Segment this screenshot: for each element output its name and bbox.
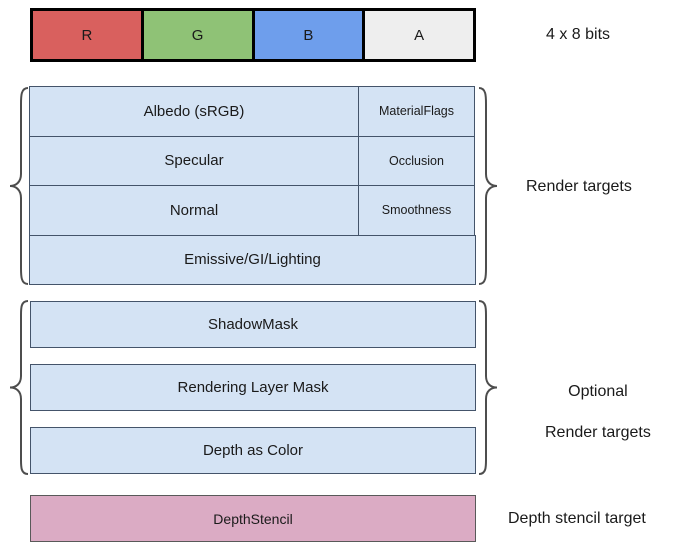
table-row: Normal Smoothness [29,185,476,236]
render-target-materialflags: MaterialFlags [358,86,475,137]
render-target-albedo: Albedo (sRGB) [29,86,359,137]
box-label: DepthStencil [213,510,293,527]
box-label: ShadowMask [207,316,299,333]
optional-targets-group-label-line1: Optional [568,383,628,401]
channel-cell-a: A [365,11,473,59]
channel-label-a: A [414,26,425,44]
depth-stencil-target: DepthStencil [30,495,476,542]
channel-bar-caption: 4 x 8 bits [546,26,611,43]
channel-label-b: B [303,26,314,44]
table-row: Specular Occlusion [29,135,476,186]
optional-target-shadowmask: ShadowMask [30,301,476,348]
cell-label: Normal [169,201,219,219]
depth-stencil-group-label: Depth stencil target [508,510,646,527]
render-target-emissive-gi-lighting: Emissive/GI/Lighting [29,234,476,285]
channel-bar: R G B A [30,8,476,62]
right-brace-render-targets [478,87,498,285]
cell-label: Specular [164,152,224,170]
render-target-occlusion: Occlusion [358,135,475,186]
channel-label-g: G [191,26,204,44]
table-row: Emissive/GI/Lighting [29,234,476,285]
render-targets-group-label: Render targets [526,178,632,195]
render-targets-table: Albedo (sRGB) MaterialFlags Specular Occ… [29,86,476,285]
right-brace-optional-targets [478,300,498,475]
cell-label: Occlusion [389,153,444,168]
channel-cell-b: B [254,11,366,59]
optional-target-rendering-layer-mask: Rendering Layer Mask [30,364,476,411]
optional-targets-group-label: Optional Render targets [545,362,651,464]
cell-label: MaterialFlags [378,104,455,119]
left-brace-optional-targets [9,300,29,475]
render-target-specular: Specular [29,135,359,186]
box-label: Depth as Color [202,442,304,459]
optional-target-depth-as-color: Depth as Color [30,427,476,474]
channel-label-r: R [81,26,93,44]
cell-label: Emissive/GI/Lighting [184,251,321,269]
box-label: Rendering Layer Mask [177,379,329,396]
cell-label: Smoothness [381,203,452,218]
left-brace-render-targets [9,87,29,285]
optional-targets-group-label-line2: Render targets [545,424,651,442]
table-row: Albedo (sRGB) MaterialFlags [29,86,476,137]
render-target-normal: Normal [29,185,359,236]
channel-cell-g: G [143,11,255,59]
render-target-smoothness: Smoothness [358,185,475,236]
channel-cell-r: R [33,11,144,59]
cell-label: Albedo (sRGB) [143,102,245,120]
